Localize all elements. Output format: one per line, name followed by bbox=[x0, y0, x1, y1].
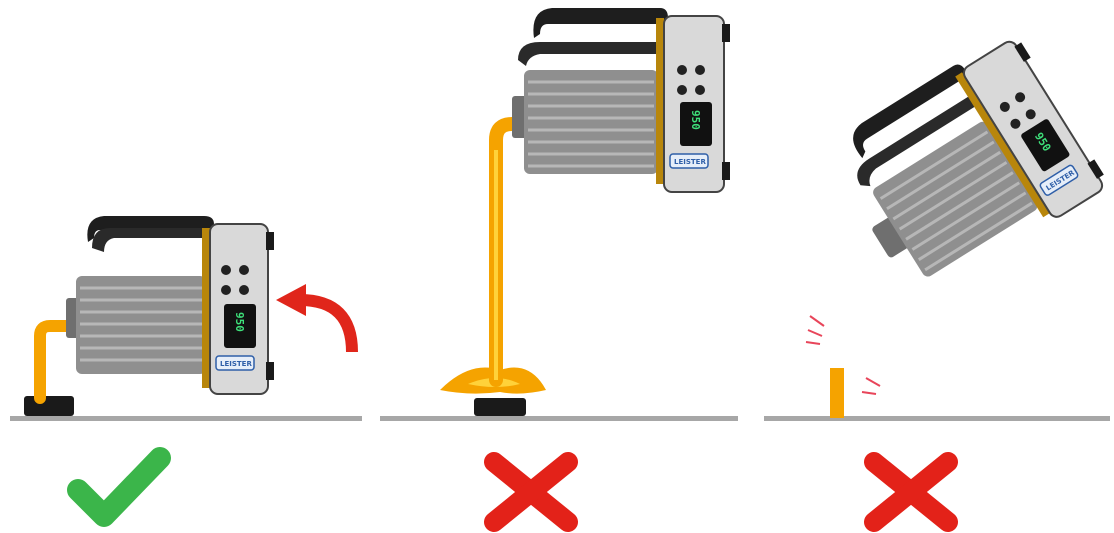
device-handle-icon bbox=[533, 8, 668, 38]
floor-line bbox=[764, 416, 1110, 421]
display-value: 950 bbox=[233, 312, 246, 332]
incorrect-suspended-illustration: 950 LEISTER bbox=[370, 0, 742, 533]
panel-incorrect-suspended: 950 LEISTER bbox=[370, 0, 742, 533]
knob-icon bbox=[221, 265, 231, 275]
display-value: 950 bbox=[689, 110, 702, 130]
cross-icon bbox=[874, 462, 948, 522]
nozzle-stand bbox=[474, 398, 526, 416]
incorrect-tilted-illustration: 950 LEISTER bbox=[742, 0, 1114, 533]
knob-icon bbox=[695, 65, 705, 75]
correct-placement-illustration: 950 LEISTER bbox=[0, 0, 370, 533]
rotate-arrow-icon bbox=[300, 300, 352, 352]
nozzle-stand bbox=[24, 396, 74, 416]
floor-line bbox=[10, 416, 362, 421]
knob-icon bbox=[677, 65, 687, 75]
panel-incorrect-tilted: 950 LEISTER bbox=[742, 0, 1114, 533]
knob-icon bbox=[239, 285, 249, 295]
knob-icon bbox=[221, 285, 231, 295]
hot-air-blower-device: 950 LEISTER bbox=[512, 8, 730, 192]
brand-badge: LEISTER bbox=[674, 158, 706, 166]
knob-icon bbox=[695, 85, 705, 95]
cross-icon bbox=[494, 462, 568, 522]
floor-line bbox=[380, 416, 738, 421]
panel-correct: 950 LEISTER bbox=[0, 0, 370, 533]
check-icon bbox=[78, 458, 160, 516]
brand-badge: LEISTER bbox=[220, 360, 252, 368]
hot-air-blower-device: 950 LEISTER bbox=[66, 216, 274, 394]
hot-air-blower-device: 950 LEISTER bbox=[821, 29, 1110, 305]
knob-icon bbox=[677, 85, 687, 95]
knob-icon bbox=[239, 265, 249, 275]
heater-fins bbox=[524, 70, 658, 174]
hot-air-tube bbox=[830, 368, 844, 418]
